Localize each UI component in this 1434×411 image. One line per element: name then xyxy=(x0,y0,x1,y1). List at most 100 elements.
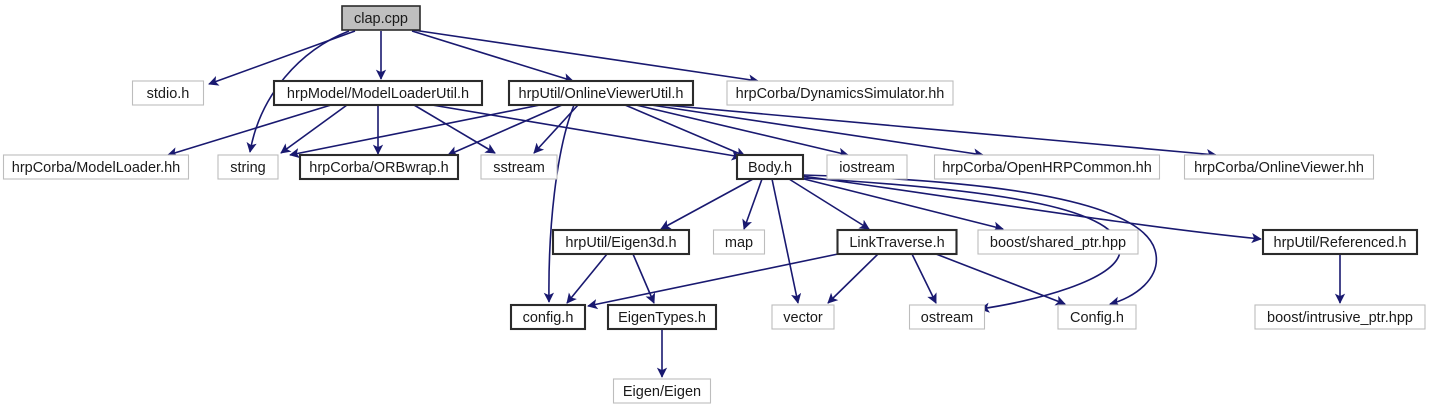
node-layer: clap.cpp stdio.h hrpModel/ModelLoaderUtil.… xyxy=(2,5,1426,404)
node-label-ostream: ostream xyxy=(921,310,973,326)
edge-body-to-referenced xyxy=(801,175,1262,244)
node-label-clap: clap.cpp xyxy=(354,11,408,27)
node-eigeneigen[interactable]: Eigen/Eigen xyxy=(612,378,712,404)
node-box-vector xyxy=(771,304,835,330)
node-configlower[interactable]: config.h xyxy=(509,303,587,331)
node-dynsim[interactable]: hrpCorba/DynamicsSimulator.hh xyxy=(726,80,954,106)
node-map[interactable]: map xyxy=(712,229,766,255)
node-sstream[interactable]: sstream xyxy=(480,154,558,180)
edge-clap-to-onlineviewerutil xyxy=(411,30,574,84)
node-onlineviewerutil[interactable]: hrpUtil/OnlineViewerUtil.h xyxy=(507,79,695,107)
node-label-eigeneigen: Eigen/Eigen xyxy=(623,384,701,400)
node-box-eigeneigen xyxy=(612,378,712,404)
edge-onlineviewerutil-to-configlower xyxy=(543,104,575,303)
edge-onlineviewerutil-to-string xyxy=(289,104,541,159)
edge-clap-to-string xyxy=(246,30,350,153)
node-orbwrap[interactable]: hrpCorba/ORBwrap.h xyxy=(298,153,460,181)
node-box-eigen3d xyxy=(551,228,691,256)
node-box-openhrpcommon xyxy=(933,154,1161,180)
edge-layer xyxy=(167,29,1346,378)
edge-linktraverse-to-vector xyxy=(827,253,879,304)
node-box-ostream xyxy=(908,304,986,330)
node-label-configlower: config.h xyxy=(523,310,574,326)
node-label-modelloaderutil: hrpModel/ModelLoaderUtil.h xyxy=(287,86,469,102)
node-label-configupper: Config.h xyxy=(1070,310,1124,326)
edge-clap-to-dynsim xyxy=(412,29,759,85)
node-label-sharedptr: boost/shared_ptr.hpp xyxy=(990,235,1126,251)
node-box-string xyxy=(217,154,279,180)
node-box-sharedptr xyxy=(977,229,1139,255)
edge-linktraverse-to-ostream xyxy=(911,253,937,304)
edge-eigen3d-to-eigentypes xyxy=(632,253,656,304)
node-box-stdio xyxy=(131,80,205,106)
node-body[interactable]: Body.h xyxy=(735,153,805,181)
node-stdio[interactable]: stdio.h xyxy=(131,80,205,106)
node-vector[interactable]: vector xyxy=(771,304,835,330)
node-box-orbwrap xyxy=(298,153,460,181)
node-label-string: string xyxy=(230,160,265,176)
node-clap[interactable]: clap.cpp xyxy=(341,5,421,31)
node-label-map: map xyxy=(725,235,753,251)
node-label-onlineviewerutil: hrpUtil/OnlineViewerUtil.h xyxy=(519,86,684,102)
node-ostream[interactable]: ostream xyxy=(908,304,986,330)
node-label-stdio: stdio.h xyxy=(147,86,190,102)
node-label-dynsim: hrpCorba/DynamicsSimulator.hh xyxy=(736,86,945,102)
edge-modelloaderutil-to-modelloaderhh xyxy=(167,104,332,158)
node-box-body xyxy=(735,153,805,181)
node-box-onlineviewerhh xyxy=(1183,154,1375,180)
node-eigen3d[interactable]: hrpUtil/Eigen3d.h xyxy=(551,228,691,256)
node-box-iostream xyxy=(826,154,908,180)
node-box-clap xyxy=(341,5,421,31)
node-label-eigen3d: hrpUtil/Eigen3d.h xyxy=(565,235,676,251)
edge-linktraverse-to-configlower xyxy=(587,253,839,310)
node-label-sstream: sstream xyxy=(493,160,545,176)
node-box-configupper xyxy=(1057,304,1137,330)
edge-linktraverse-to-configupper xyxy=(935,253,1066,306)
node-referenced[interactable]: hrpUtil/Referenced.h xyxy=(1261,228,1419,256)
edge-body-to-configupper xyxy=(802,174,1158,307)
node-box-intrusiveptr xyxy=(1254,304,1426,330)
edge-onlineviewerutil-to-iostream xyxy=(635,104,849,158)
edge-body-to-sharedptr xyxy=(799,177,1004,232)
edge-eigen3d-to-configlower xyxy=(566,253,608,304)
node-box-referenced xyxy=(1261,228,1419,256)
node-modelloaderhh[interactable]: hrpCorba/ModelLoader.hh xyxy=(2,154,190,180)
node-modelloaderutil[interactable]: hrpModel/ModelLoaderUtil.h xyxy=(272,79,484,107)
node-box-eigentypes xyxy=(606,303,718,331)
node-label-vector: vector xyxy=(783,310,823,326)
node-configupper[interactable]: Config.h xyxy=(1057,304,1137,330)
node-intrusiveptr[interactable]: boost/intrusive_ptr.hpp xyxy=(1254,304,1426,330)
node-sharedptr[interactable]: boost/shared_ptr.hpp xyxy=(977,229,1139,255)
node-box-map xyxy=(712,229,766,255)
node-box-onlineviewerutil xyxy=(507,79,695,107)
edge-body-to-vector xyxy=(771,178,802,304)
node-openhrpcommon[interactable]: hrpCorba/OpenHRPCommon.hh xyxy=(933,154,1161,180)
edge-body-to-map xyxy=(742,178,763,230)
edge-modelloaderutil-to-sstream xyxy=(413,104,496,154)
edge-modelloaderutil-to-body xyxy=(431,104,742,161)
node-label-iostream: iostream xyxy=(839,160,895,176)
node-string[interactable]: string xyxy=(217,154,279,180)
node-label-onlineviewerhh: hrpCorba/OnlineViewer.hh xyxy=(1194,160,1364,176)
node-label-orbwrap: hrpCorba/ORBwrap.h xyxy=(309,160,448,176)
edge-onlineviewerutil-to-onlineviewerhh xyxy=(663,104,1217,160)
edge-onlineviewerutil-to-openhrpcommon xyxy=(650,104,984,159)
node-label-openhrpcommon: hrpCorba/OpenHRPCommon.hh xyxy=(942,160,1152,176)
edge-onlineviewerutil-to-orbwrap xyxy=(447,104,563,156)
node-linktraverse[interactable]: LinkTraverse.h xyxy=(836,228,958,256)
node-box-modelloaderhh xyxy=(2,154,190,180)
node-onlineviewerhh[interactable]: hrpCorba/OnlineViewer.hh xyxy=(1183,154,1375,180)
node-iostream[interactable]: iostream xyxy=(826,154,908,180)
node-eigentypes[interactable]: EigenTypes.h xyxy=(606,303,718,331)
node-label-eigentypes: EigenTypes.h xyxy=(618,310,706,326)
node-box-dynsim xyxy=(726,80,954,106)
edge-body-to-eigen3d xyxy=(660,178,754,230)
node-label-modelloaderhh: hrpCorba/ModelLoader.hh xyxy=(12,160,180,176)
node-box-modelloaderutil xyxy=(272,79,484,107)
node-label-intrusiveptr: boost/intrusive_ptr.hpp xyxy=(1267,310,1413,326)
edge-onlineviewerutil-to-body xyxy=(624,104,746,158)
edge-body-to-linktraverse xyxy=(788,178,870,230)
node-box-linktraverse xyxy=(836,228,958,256)
